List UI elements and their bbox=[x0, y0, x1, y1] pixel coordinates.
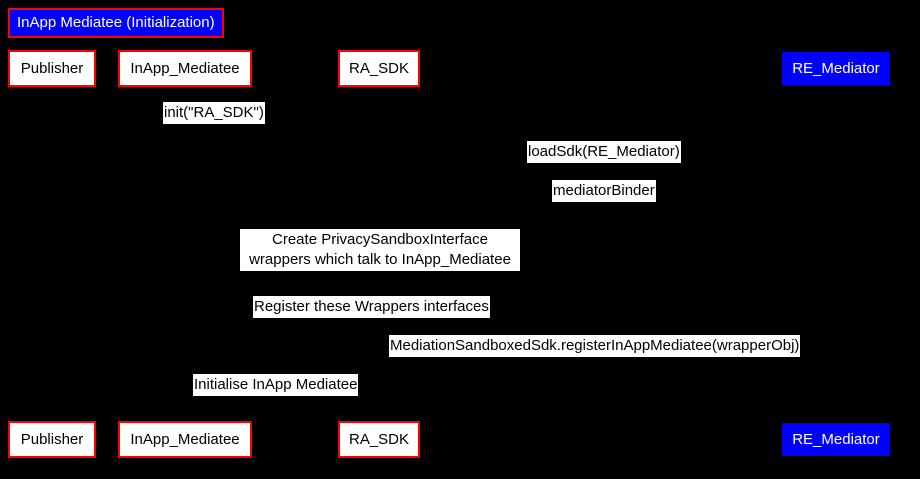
lifeline-re-mediator bbox=[835, 87, 836, 417]
message-arrow-line bbox=[379, 321, 827, 322]
participant-label: InApp_Mediatee bbox=[130, 431, 240, 448]
message-label-register-inapp-mediatee: MediationSandboxedSdk.registerInAppMedia… bbox=[389, 335, 801, 357]
message-arrow-line bbox=[387, 205, 835, 206]
message-label-load-sdk: loadSdk(RE_Mediator) bbox=[527, 141, 681, 163]
participant-publisher-bottom[interactable]: Publisher bbox=[8, 421, 96, 458]
message-label-create-wrappers: Create PrivacySandboxInterface wrappers … bbox=[240, 229, 520, 271]
self-message-line-bottom bbox=[379, 276, 413, 277]
participant-inapp-mediatee-bottom[interactable]: InApp_Mediatee bbox=[118, 421, 252, 458]
message-arrow-head bbox=[371, 123, 379, 131]
participant-label: RA_SDK bbox=[348, 60, 410, 77]
message-arrow-head bbox=[379, 201, 387, 209]
participant-publisher-top[interactable]: Publisher bbox=[8, 50, 96, 87]
participant-label: RE_Mediator bbox=[792, 60, 880, 77]
participant-re-mediator-top[interactable]: RE_Mediator bbox=[782, 52, 890, 85]
message-arrow-head bbox=[827, 317, 835, 325]
participant-label: RE_Mediator bbox=[792, 431, 880, 448]
message-arrow-line bbox=[192, 399, 379, 400]
message-arrow-head bbox=[827, 162, 835, 170]
participant-label: InApp_Mediatee bbox=[130, 60, 240, 77]
message-arrow-line bbox=[379, 166, 827, 167]
lifeline-publisher bbox=[51, 87, 52, 417]
message-arrow-head bbox=[379, 272, 387, 280]
diagram-title: InApp Mediatee (Initialization) bbox=[8, 8, 224, 38]
message-label-mediator-binder: mediatorBinder bbox=[552, 180, 656, 202]
lifeline-inapp-mediatee bbox=[184, 87, 185, 417]
message-arrow-line bbox=[387, 360, 835, 361]
participant-ra-sdk-top[interactable]: RA_SDK bbox=[338, 50, 420, 87]
message-arrow-head bbox=[379, 356, 387, 364]
message-arrow-head bbox=[184, 395, 192, 403]
message-label-initialise-inapp-mediatee: Initialise InApp Mediatee bbox=[193, 374, 359, 396]
message-arrow-line bbox=[184, 127, 371, 128]
participant-ra-sdk-bottom[interactable]: RA_SDK bbox=[338, 421, 420, 458]
message-label-register-wrappers: Register these Wrappers interfaces bbox=[253, 296, 490, 318]
message-label-init-ra-sdk: init("RA_SDK") bbox=[163, 102, 265, 124]
participant-label: RA_SDK bbox=[348, 431, 410, 448]
participant-re-mediator-bottom[interactable]: RE_Mediator bbox=[782, 423, 890, 456]
participant-label: Publisher bbox=[20, 431, 84, 448]
participant-label: Publisher bbox=[20, 60, 84, 77]
participant-inapp-mediatee-top[interactable]: InApp_Mediatee bbox=[118, 50, 252, 87]
